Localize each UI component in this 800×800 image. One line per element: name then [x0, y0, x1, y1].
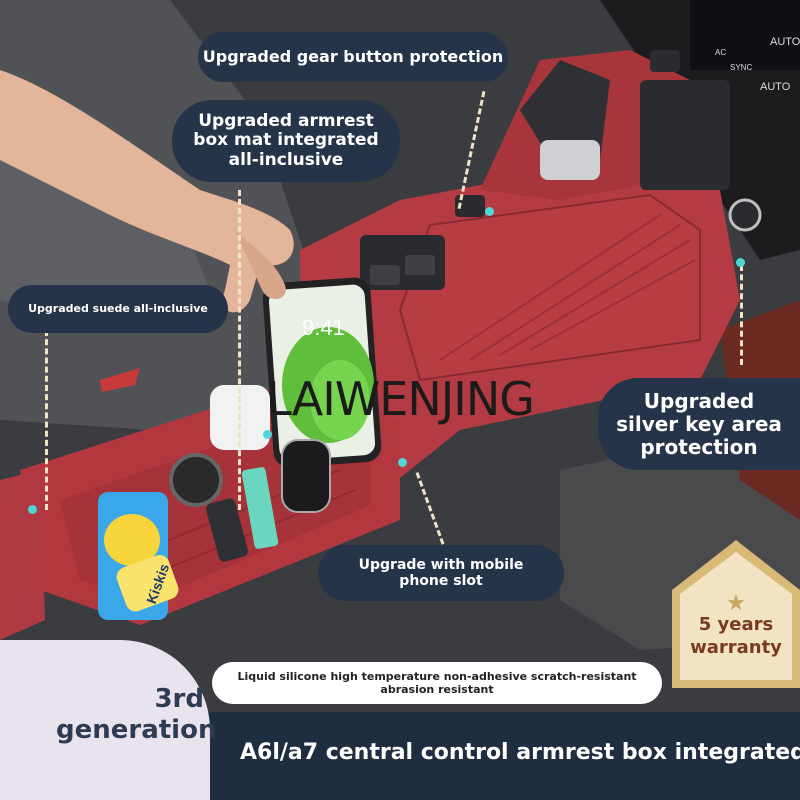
badge-line2: warranty	[690, 637, 782, 658]
callout-dot	[736, 258, 745, 267]
dash-label: AUTO	[760, 81, 791, 93]
callout-armrest-text: Upgraded armrest box mat integrated all-…	[193, 110, 379, 170]
badge-star-icon: ★	[726, 591, 746, 616]
leader-line	[45, 330, 48, 510]
callout-dot	[398, 458, 407, 467]
callout-gear-protection: Upgraded gear button protection	[198, 32, 508, 82]
generation-label: 3rd generation	[56, 684, 217, 746]
callout-gear-text: Upgraded gear button protection	[202, 46, 504, 66]
callout-key-text: Upgraded silver key area protection	[616, 388, 782, 459]
callout-dot	[263, 430, 272, 439]
dash-label: SYNC	[730, 63, 752, 72]
leader-line	[238, 190, 241, 510]
callout-phone-slot: Upgrade with mobile phone slot	[318, 545, 564, 601]
generation-line2: generation	[56, 715, 217, 746]
callout-suede-text: Upgraded suede all-inclusive	[28, 301, 208, 315]
leader-line	[740, 265, 743, 365]
badge-line1: 5 years	[698, 614, 774, 635]
dash-label: AC	[715, 48, 726, 57]
phone-clock: 9:41	[302, 315, 345, 340]
callout-armrest-mat: Upgraded armrest box mat integrated all-…	[172, 100, 400, 182]
callout-dot	[485, 207, 494, 216]
callout-phone-text: Upgrade with mobile phone slot	[358, 556, 524, 589]
dash-label: AUTO	[770, 36, 800, 48]
spec-pill: Liquid silicone high temperature non-adh…	[212, 662, 662, 704]
generation-line1: 3rd	[154, 684, 204, 714]
callout-dot	[28, 505, 37, 514]
callout-key-area: Upgraded silver key area protection	[598, 378, 800, 470]
product-headline: A6l/a7 central control armrest box integ…	[240, 740, 800, 765]
callout-suede: Upgraded suede all-inclusive	[8, 285, 228, 333]
watermark: LAIWENJING	[266, 372, 535, 426]
spec-text: Liquid silicone high temperature non-adh…	[237, 669, 637, 696]
generation-panel	[0, 640, 210, 800]
